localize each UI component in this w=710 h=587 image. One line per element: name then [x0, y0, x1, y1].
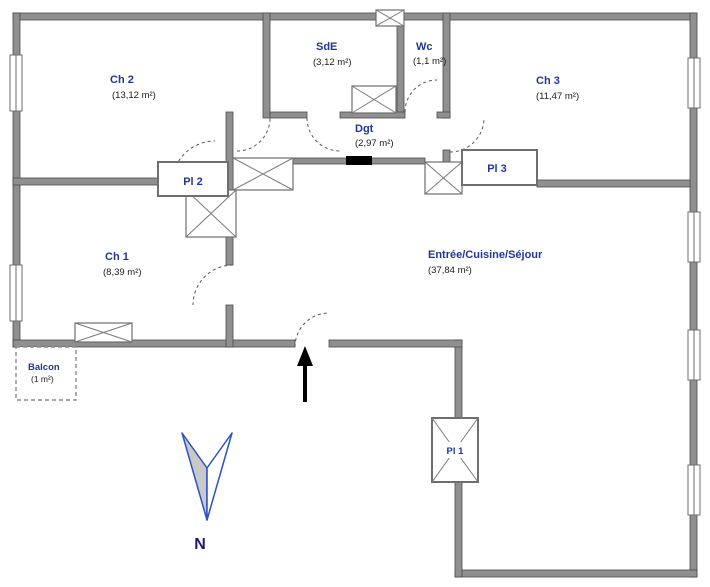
room-label-pl2: Pl 2: [183, 176, 203, 188]
door-arc-wc: [404, 79, 438, 113]
room-label-balcon: Balcon: [28, 362, 60, 373]
room-label-dgt: Dgt: [355, 123, 374, 135]
room-label-ch1: Ch 1: [105, 251, 129, 263]
closet-pl3-box: [461, 149, 538, 186]
door-arc-ch2: [236, 117, 271, 152]
door-arc-entry: [294, 312, 330, 348]
room-label-pl1: Pl 1: [447, 446, 465, 457]
window-icon: [9, 54, 23, 112]
door-arc-ch3: [449, 117, 485, 153]
room-label-wc: Wc: [416, 41, 433, 53]
room-area-wc: (1,1 m²): [413, 56, 446, 67]
north-arrow-icon: [181, 432, 233, 521]
compass-label: N: [194, 536, 206, 553]
walls: [12, 9, 698, 578]
window-icon: [687, 57, 701, 109]
wall-section-marker: [346, 156, 372, 165]
room-area-entree: (37,84 m²): [428, 265, 472, 276]
room-area-ch2: (13,12 m²): [112, 90, 156, 101]
room-area-ch1: (8,39 m²): [103, 267, 142, 278]
room-labels: Ch 2 (13,12 m²) SdE (3,12 m²) Wc (1,1 m²…: [28, 41, 579, 457]
door-arc-sde: [306, 117, 341, 152]
door-arc-ch1: [192, 264, 234, 306]
closet-pl1-box: [431, 417, 479, 483]
window-icon: [9, 264, 23, 322]
room-label-pl3: Pl 3: [487, 163, 507, 175]
room-label-sde: SdE: [316, 41, 337, 53]
room-area-dgt: (2,97 m²): [355, 138, 394, 149]
window-icon: [687, 211, 701, 263]
closet-boxes: [74, 85, 463, 343]
window-icon: [687, 329, 701, 381]
room-label-ch2: Ch 2: [110, 74, 134, 86]
closet-pl2-box: [157, 161, 229, 197]
window-icon: [687, 464, 701, 516]
room-area-balcon: (1 m²): [31, 374, 54, 384]
windows: [9, 54, 701, 516]
room-label-entree: Entrée/Cuisine/Séjour: [428, 249, 543, 261]
room-area-sde: (3,12 m²): [313, 57, 352, 68]
room-label-ch3: Ch 3: [536, 75, 560, 87]
entry-arrow-icon: [297, 346, 313, 402]
room-area-ch3: (11,47 m²): [536, 91, 579, 102]
balcony-outline: [15, 346, 77, 401]
